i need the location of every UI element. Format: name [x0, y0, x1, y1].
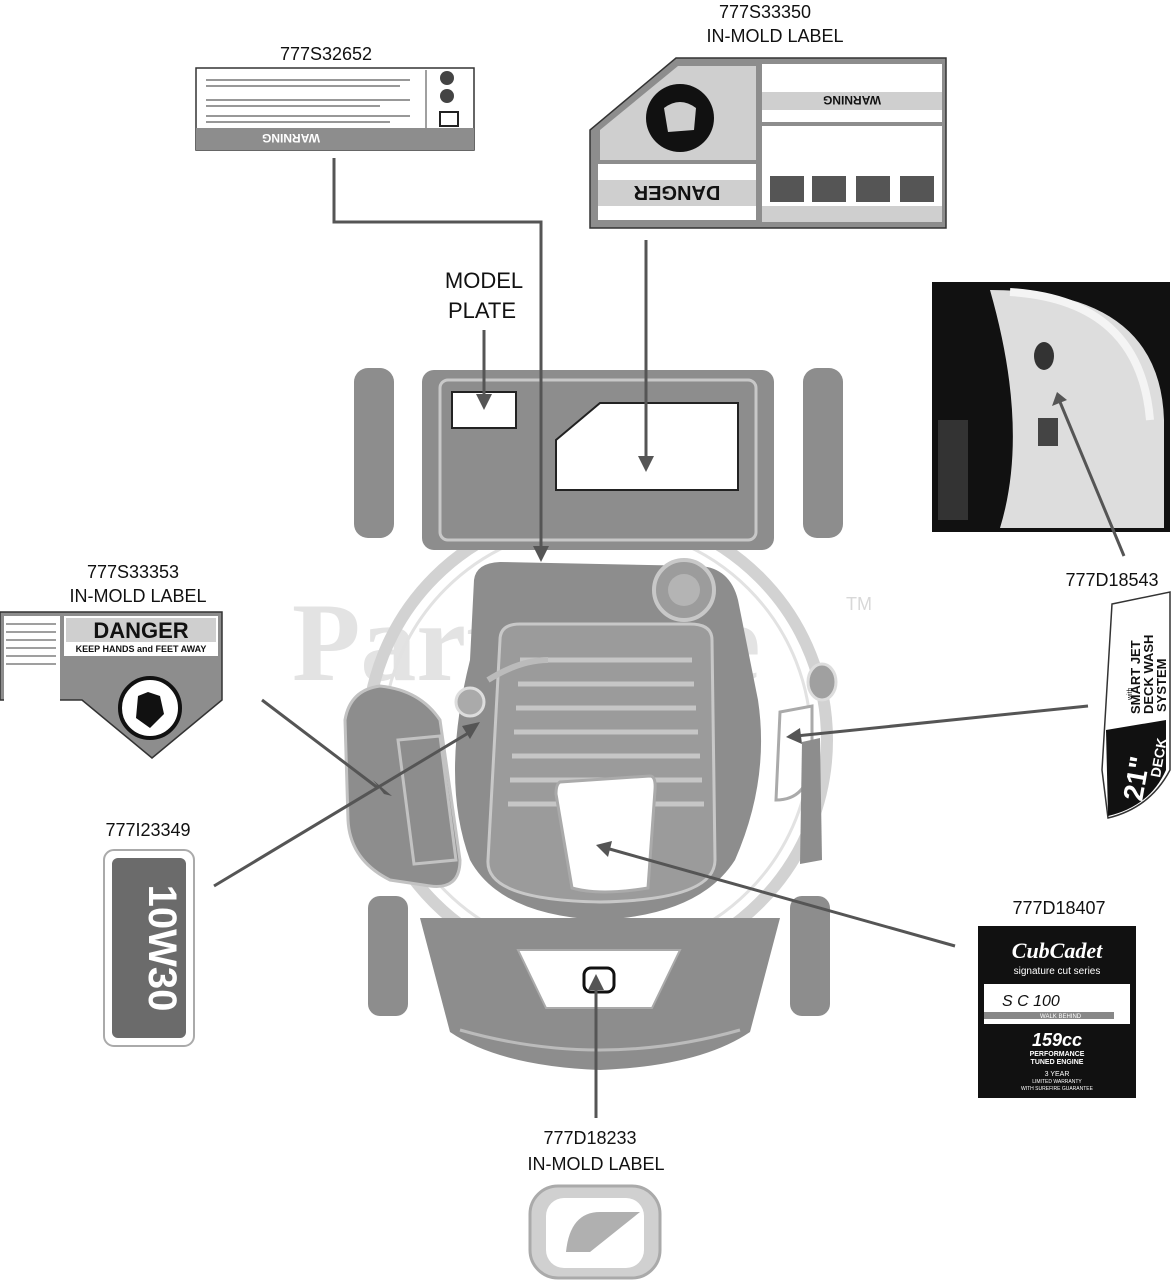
engine-fins [508, 657, 704, 807]
callouts: 777S32652 777S33350 IN-MOLD LABEL MODEL … [69, 2, 1158, 1174]
leader-photo [1058, 401, 1126, 557]
part-number-777s33350: 777S33350 [719, 2, 811, 22]
part-number-777d18543: 777D18543 [1065, 570, 1158, 590]
decal-deckwash-with: with [1127, 687, 1134, 701]
decal-series: signature cut series [1014, 966, 1101, 977]
decal-walk-behind: WALK BEHIND [1040, 1014, 1082, 1020]
front-left-wheel [368, 896, 408, 1016]
oil-cap [454, 686, 486, 718]
mower-illustration [343, 368, 843, 1070]
part-number-777i23349: 777I23349 [105, 820, 190, 840]
rear-left-wheel [354, 368, 394, 538]
part-number-777d18233: 777D18233 [543, 1128, 636, 1148]
decal-warranty-l2: LIMITED WARRANTY [1032, 1079, 1082, 1085]
decal-deckwash-l1: SMART JET [1128, 640, 1143, 714]
deck-wash-photo [932, 282, 1170, 532]
part-desc-777s33350: IN-MOLD LABEL [706, 26, 843, 46]
decal-deck-word: DECK [1147, 737, 1170, 779]
decal-brand: CubCadet [1012, 938, 1103, 963]
decal-777d18233 [528, 1184, 662, 1280]
leader-777i23349 [213, 730, 471, 888]
part-number-777d18407: 777D18407 [1012, 898, 1105, 918]
leader-lines [213, 158, 1126, 1118]
model-plate-label-line1: MODEL [445, 268, 523, 293]
decal-danger-text-2: DANGER [93, 618, 188, 643]
decal-warning-text: WARNING [262, 131, 320, 145]
decal-deckwash-l3: SYSTEM [1154, 659, 1169, 712]
decal-777d18543: with SMART JET DECK WASH SYSTEM 21" DECK [1101, 591, 1171, 819]
model-plate-label-line2: PLATE [448, 298, 516, 323]
decal-777s33350: WARNING DANGER [589, 57, 947, 229]
decal-777i23349: 10W30 [103, 849, 195, 1047]
decal-deck-size: 21" [1117, 754, 1155, 803]
leader-777s33353 [261, 698, 379, 790]
top-label-area [554, 774, 657, 894]
rear-cover-inset [438, 378, 758, 542]
decal-deckwash-l2: DECK WASH [1141, 635, 1156, 714]
watermark-tm: TM [846, 594, 872, 614]
decal-engine-cc: 159cc [1032, 1030, 1082, 1050]
decal-warranty-l3: WITH SUREFIRE GUARANTEE [1021, 1086, 1094, 1092]
deck-wash-port [806, 662, 838, 702]
decal-777d18407: CubCadet signature cut series S C 100 WA… [978, 926, 1136, 1098]
decal-777s32652: WARNING [195, 67, 475, 151]
part-number-777s33353: 777S33353 [87, 562, 179, 582]
front-right-wheel [790, 896, 830, 1016]
decal-warning-text-2: WARNING [823, 93, 881, 107]
part-desc-777d18233: IN-MOLD LABEL [527, 1154, 664, 1174]
decal-oil-text: 10W30 [140, 885, 184, 1012]
decal-warranty-l1: 3 YEAR [1045, 1071, 1070, 1078]
leader-777d18407 [605, 846, 956, 948]
cub-cadet-logo-icon [566, 1212, 640, 1252]
leader-777s32652 [332, 158, 543, 552]
rear-right-wheel [803, 368, 843, 538]
part-desc-777s33353: IN-MOLD LABEL [69, 586, 206, 606]
decal-engine-l2: TUNED ENGINE [1031, 1059, 1084, 1066]
leader-arrowheads [373, 392, 1067, 990]
leader-777d18543 [795, 704, 1089, 738]
decal-keep-hands-text: KEEP HANDS and FEET AWAY [76, 644, 207, 654]
part-number-777s32652: 777S32652 [280, 44, 372, 64]
decal-777s33353: DANGER KEEP HANDS and FEET AWAY [0, 611, 223, 759]
decal-danger-text: DANGER [633, 181, 720, 203]
decal-model: S C 100 [1002, 993, 1060, 1010]
decal-engine-l1: PERFORMANCE [1030, 1051, 1085, 1058]
